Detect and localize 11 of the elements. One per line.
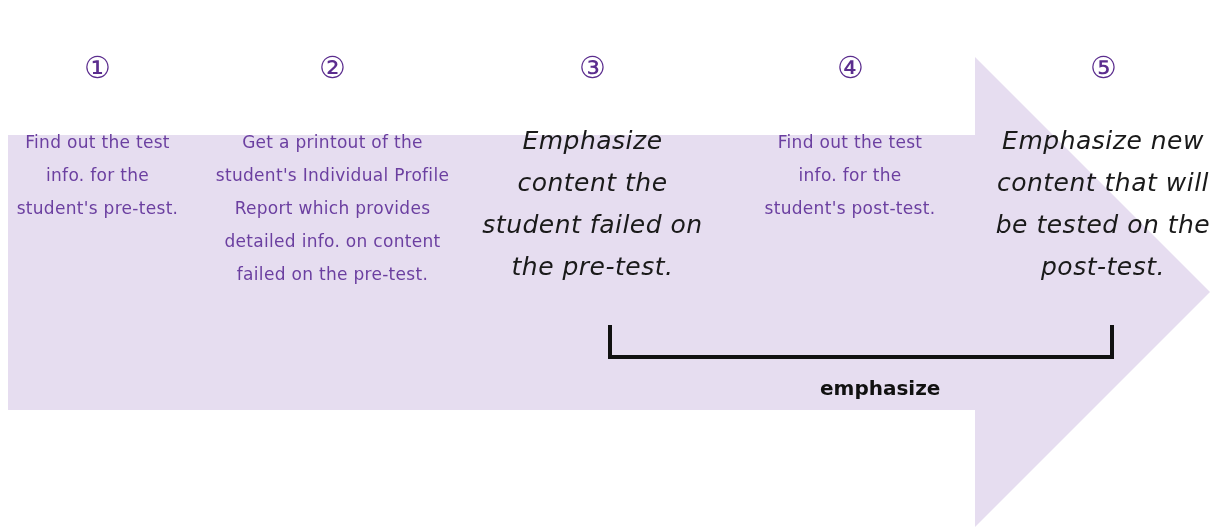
step-number: ③ <box>579 50 606 86</box>
step-number: ① <box>84 50 111 86</box>
step-number: ② <box>319 50 346 86</box>
step-number: ④ <box>836 50 864 86</box>
step-number: ⑤ <box>1089 50 1117 86</box>
step-text: Find out the test info. for the student's post-test. <box>763 131 937 220</box>
step-text: Get a printout of the student's Individual Profile Report which provides detailed info. on content failed on the pre-test. <box>215 131 450 286</box>
bracket-label: emphasize <box>820 376 941 400</box>
step-text: Find out the test info. for the student's pre-test. <box>15 131 180 220</box>
step-text: Emphasize content the student failed on the pre-test. <box>481 125 704 283</box>
step-text: Emphasize new content that will be tested on the post-test. <box>994 125 1212 283</box>
